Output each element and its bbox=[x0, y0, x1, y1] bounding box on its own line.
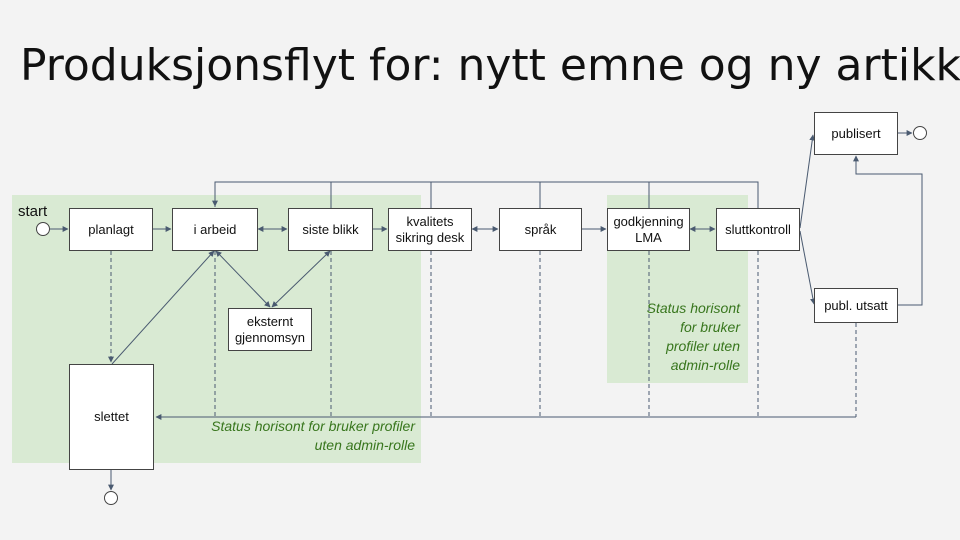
end-node-slettet bbox=[104, 491, 118, 505]
edge-iarbeid-eksternt bbox=[215, 250, 271, 308]
start-label: start bbox=[18, 203, 48, 220]
node-planlagt: planlagt bbox=[69, 208, 153, 251]
node-i-arbeid: i arbeid bbox=[172, 208, 258, 251]
node-publisert: publisert bbox=[814, 112, 898, 155]
node-godkjenning-lma: godkjenning LMA bbox=[607, 208, 690, 251]
page-title: Produksjonsflyt for: nytt emne og ny art… bbox=[20, 40, 960, 91]
node-publ-utsatt: publ. utsatt bbox=[814, 288, 898, 323]
start-node bbox=[36, 222, 50, 236]
edge-publutsatt-publisert bbox=[853, 155, 923, 306]
node-sluttkontroll: sluttkontroll bbox=[716, 208, 800, 251]
node-sprak: språk bbox=[499, 208, 582, 251]
edge-sisteblikk-eksternt bbox=[271, 250, 331, 308]
edge-return-iarbeid bbox=[214, 181, 759, 208]
end-node-publisert bbox=[913, 126, 927, 140]
edge-sluttkontroll-publutsatt bbox=[799, 230, 816, 305]
edge-sluttkontroll-publisert bbox=[799, 134, 816, 229]
node-eksternt-gjennomsyn: eksternt gjennomsyn bbox=[228, 308, 312, 351]
node-siste-blikk: siste blikk bbox=[288, 208, 373, 251]
node-slettet: slettet bbox=[69, 364, 154, 470]
edge-slettet-iarbeid bbox=[111, 250, 215, 365]
status-note-left: Status horisont for bruker profiler uten… bbox=[211, 418, 415, 453]
status-note-right: Status horisont for bruker profiler uten… bbox=[646, 300, 740, 373]
node-kvalitetssikring-desk: kvalitets sikring desk bbox=[388, 208, 472, 251]
